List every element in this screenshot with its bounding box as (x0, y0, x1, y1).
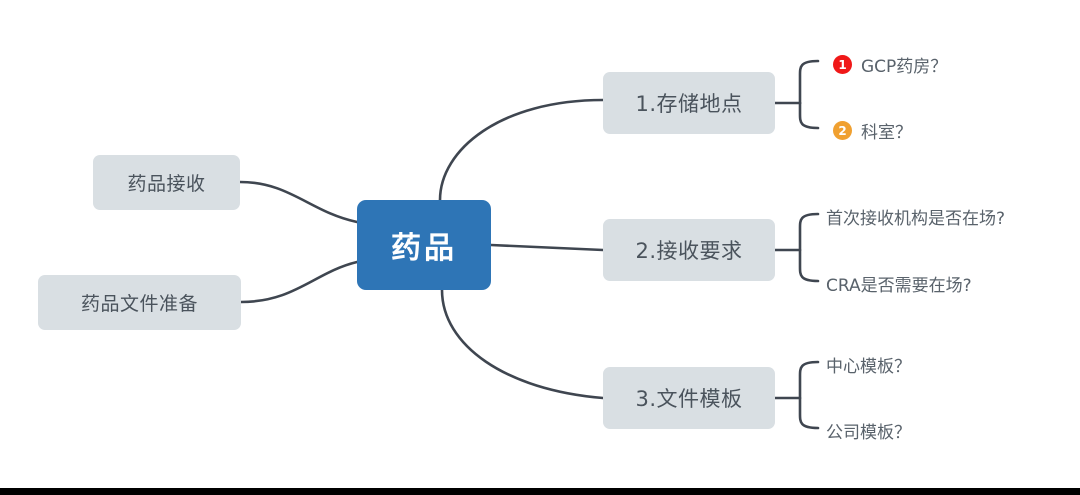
connector-edge (238, 180, 359, 224)
connector-edge (798, 59, 820, 130)
node-document-template[interactable]: 3.文件模板 (603, 367, 775, 429)
badge-number-2: 2 (833, 121, 852, 140)
root-node-label: 药品 (391, 231, 457, 266)
connector-edge (440, 288, 605, 400)
node-drug-receipt[interactable]: 药品接收 (93, 155, 240, 210)
connector-edge (239, 260, 359, 304)
leaf-first-receipt-institution-present-label: 首次接收机构是否在场? (826, 209, 1006, 229)
node-drug-document-preparation-label: 药品文件准备 (80, 293, 198, 315)
node-receipt-requirements-label: 2.接收要求 (635, 239, 743, 263)
node-document-template-label: 3.文件模板 (635, 387, 743, 411)
leaf-first-receipt-institution-present[interactable]: 首次接收机构是否在场? (826, 204, 1005, 229)
connector-edge (438, 98, 605, 202)
node-drug-document-preparation[interactable]: 药品文件准备 (38, 275, 241, 330)
node-storage-location-label: 1.存储地点 (635, 92, 743, 116)
leaf-cra-present-required[interactable]: CRA是否需要在场? (826, 271, 972, 296)
leaf-company-template-label: 公司模板？ (826, 423, 911, 443)
node-drug-receipt-label: 药品接收 (127, 173, 206, 195)
leaf-gcp-pharmacy[interactable]: 1 GCP药房？ (833, 52, 947, 77)
leaf-site-template[interactable]: 中心模板？ (826, 352, 911, 377)
node-receipt-requirements[interactable]: 2.接收要求 (603, 219, 775, 281)
leaf-site-template-label: 中心模板？ (826, 357, 911, 377)
leaf-department-label: 科室？ (861, 123, 912, 143)
leaf-cra-present-required-label: CRA是否需要在场? (826, 276, 972, 296)
connector-edge (489, 243, 605, 252)
badge-number-1: 1 (833, 55, 852, 74)
node-storage-location[interactable]: 1.存储地点 (603, 72, 775, 134)
connector-edge (798, 212, 820, 283)
leaf-gcp-pharmacy-label: GCP药房？ (861, 57, 948, 77)
connector-edge (798, 360, 820, 430)
root-node-drug[interactable]: 药品 (357, 200, 491, 290)
leaf-department[interactable]: 2 科室？ (833, 118, 912, 143)
leaf-company-template[interactable]: 公司模板？ (826, 418, 911, 443)
bottom-border-bar (0, 488, 1080, 495)
